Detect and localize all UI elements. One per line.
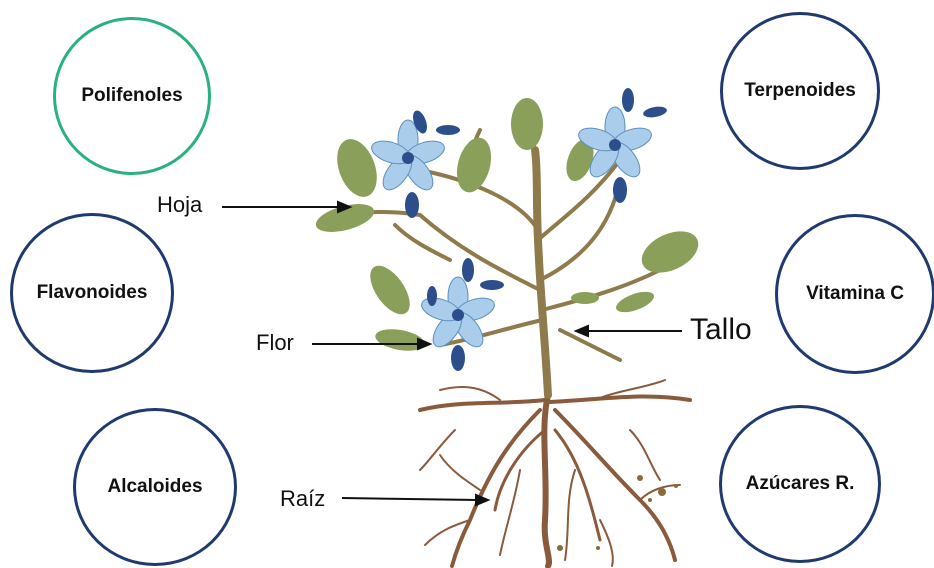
stem-label: Tallo bbox=[690, 313, 752, 347]
compound-flavonoides[interactable]: Flavonoides bbox=[10, 213, 174, 373]
flowers bbox=[369, 107, 654, 352]
compound-polifenoles[interactable]: Polifenoles bbox=[53, 17, 211, 175]
compound-alcaloides[interactable]: Alcaloides bbox=[73, 408, 237, 566]
soil-particles bbox=[557, 475, 678, 551]
compound-azucares[interactable]: Azúcares R. bbox=[719, 405, 881, 563]
root-system bbox=[420, 380, 690, 566]
leaf-label: Hoja bbox=[157, 192, 202, 218]
compound-vitamina-c[interactable]: Vitamina C bbox=[775, 214, 934, 374]
root-arrow bbox=[342, 498, 478, 500]
compound-terpenoides[interactable]: Terpenoides bbox=[720, 12, 880, 170]
flower-label: Flor bbox=[256, 330, 294, 356]
stem bbox=[535, 150, 548, 395]
root-label: Raíz bbox=[280, 486, 325, 512]
